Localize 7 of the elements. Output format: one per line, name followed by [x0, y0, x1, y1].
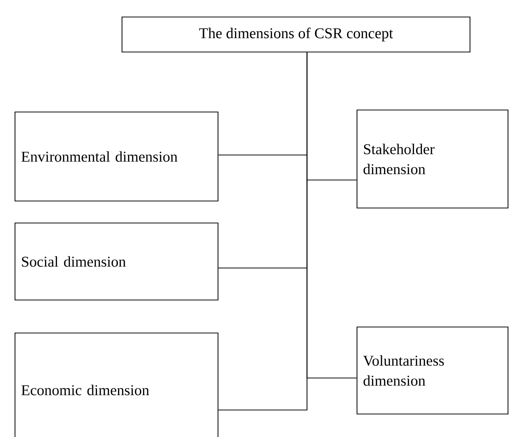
dimension-box: Economic dimension	[14, 332, 218, 437]
title-box: The dimensions of CSR concept	[122, 16, 470, 52]
dimension-box: Environmental dimension	[14, 112, 218, 202]
dimension-box: Stakeholder dimension	[356, 110, 508, 208]
dimension-box: Social dimension	[14, 222, 218, 300]
connector-line	[218, 52, 308, 410]
dimension-box: Voluntariness dimension	[356, 326, 508, 414]
